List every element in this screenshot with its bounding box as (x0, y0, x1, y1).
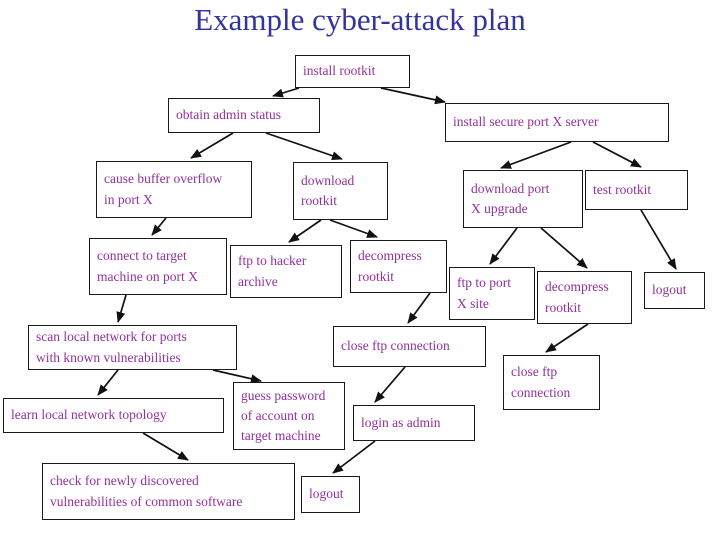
arrow-download-rootkit-to-ftp-to-hacker-archive (288, 219, 322, 243)
node-label: connect to target machine on port X (97, 248, 198, 284)
arrow-login-as-admin-to-logout-bottom (332, 440, 376, 474)
node-guess-password: guess password of account on target mach… (233, 382, 345, 450)
arrow-install-rootkit-to-obtain-admin-status (272, 87, 300, 98)
node-label: close ftp connection (341, 338, 450, 354)
arrow-cause-buffer-overflow-to-connect-to-target-machine (151, 217, 167, 236)
node-label: guess password of account on target mach… (241, 387, 326, 444)
node-label: decompress rootkit (358, 248, 422, 284)
node-connect-to-target-machine: connect to target machine on port X (89, 238, 227, 295)
node-decompress-rootkit-1: decompress rootkit (350, 240, 447, 293)
node-scan-local-network: scan local network for ports with known … (28, 325, 237, 370)
node-install-secure-port-x-server: install secure port X server (445, 103, 669, 142)
node-download-rootkit: download rootkit (293, 162, 388, 220)
arrow-decompress-rootkit-2-to-close-ftp-connection-2 (545, 323, 589, 353)
arrow-close-ftp-connection-1-to-login-as-admin (374, 366, 406, 403)
node-label: ftp to port X site (457, 275, 511, 311)
node-label: download port X upgrade (471, 180, 550, 216)
node-label: login as admin (361, 414, 441, 430)
node-decompress-rootkit-2: decompress rootkit (537, 271, 632, 324)
node-login-as-admin: login as admin (353, 405, 475, 441)
node-label: ftp to hacker archive (238, 253, 307, 289)
arrow-download-port-x-upgrade-to-ftp-to-port-x-site (489, 227, 518, 265)
node-logout-bottom: logout (301, 476, 360, 513)
arrow-scan-local-network-to-guess-password (212, 369, 262, 384)
node-label: logout (652, 282, 687, 298)
arrow-scan-local-network-to-learn-local-network-topology (97, 369, 119, 396)
node-label: logout (309, 486, 344, 502)
node-close-ftp-connection-1: close ftp connection (333, 326, 486, 367)
node-label: download rootkit (301, 172, 355, 208)
arrow-test-rootkit-to-logout-right (640, 209, 677, 270)
node-label: obtain admin status (176, 107, 281, 123)
arrow-obtain-admin-status-to-cause-buffer-overflow (190, 132, 234, 159)
node-ftp-to-port-x-site: ftp to port X site (449, 267, 535, 320)
node-label: close ftp connection (511, 364, 571, 400)
node-check-vulnerabilities: check for newly discovered vulnerabiliti… (42, 463, 295, 520)
node-label: scan local network for ports with known … (36, 329, 187, 365)
arrow-download-rootkit-to-decompress-rootkit-1 (329, 219, 378, 238)
node-obtain-admin-status: obtain admin status (168, 98, 320, 133)
node-ftp-to-hacker-archive: ftp to hacker archive (230, 245, 342, 298)
arrow-download-port-x-upgrade-to-decompress-rootkit-2 (540, 227, 588, 269)
arrow-install-secure-port-x-server-to-test-rootkit (592, 141, 642, 168)
arrow-learn-local-network-topology-to-check-vulnerabilities (142, 432, 189, 461)
arrow-connect-to-target-machine-to-scan-local-network (116, 294, 127, 323)
node-label: check for newly discovered vulnerabiliti… (50, 473, 243, 509)
node-label: install secure port X server (453, 114, 599, 130)
arrow-install-rootkit-to-install-secure-port-x-server (380, 87, 446, 105)
node-close-ftp-connection-2: close ftp connection (503, 355, 600, 410)
node-cause-buffer-overflow: cause buffer overflow in port X (96, 161, 252, 218)
arrow-install-secure-port-x-server-to-download-port-x-upgrade (500, 141, 572, 169)
node-logout-right: logout (644, 272, 705, 309)
node-label: cause buffer overflow in port X (104, 171, 223, 207)
node-label: decompress rootkit (545, 279, 609, 315)
arrow-obtain-admin-status-to-download-rootkit (265, 132, 343, 161)
slide-title: Example cyber-attack plan (194, 2, 526, 37)
node-label: test rootkit (593, 181, 652, 197)
arrow-decompress-rootkit-1-to-close-ftp-connection-1 (407, 292, 431, 324)
node-label: install rootkit (303, 63, 376, 79)
node-download-port-x-upgrade: download port X upgrade (463, 170, 583, 228)
node-learn-local-network-topology: learn local network topology (3, 398, 224, 433)
node-label: learn local network topology (11, 407, 167, 423)
node-install-rootkit: install rootkit (295, 55, 410, 88)
node-test-rootkit: test rootkit (585, 170, 688, 210)
